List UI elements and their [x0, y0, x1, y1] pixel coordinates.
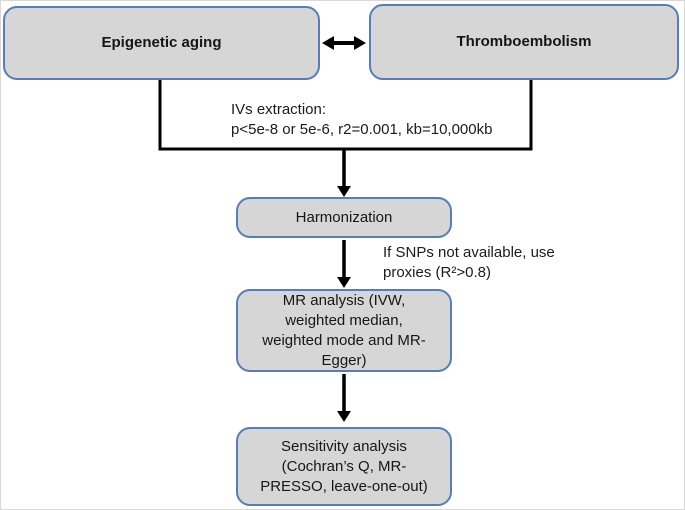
node-sensitivity-analysis-line1: Sensitivity analysis	[281, 437, 407, 455]
arrow-harmonization-to-mr-head	[337, 277, 351, 288]
annotation-proxy-note-line1: If SNPs not available, use	[383, 244, 555, 261]
node-thromboembolism-label: Thromboembolism	[456, 33, 592, 50]
arrow-to-harmonization-head	[337, 186, 351, 197]
annotation-iv-extraction: IVs extraction: p<5e-8 or 5e-6, r2=0.001…	[231, 100, 492, 140]
annotation-iv-extraction-line2: p<5e-8 or 5e-6, r2=0.001, kb=10,000kb	[231, 121, 493, 138]
annotation-iv-extraction-line1: IVs extraction:	[231, 101, 327, 118]
node-thromboembolism: Thromboembolism	[369, 4, 679, 80]
node-mr-analysis: MR analysis (IVW, weighted median, weigh…	[236, 289, 452, 372]
node-mr-analysis-line2: weighted median,	[285, 311, 403, 329]
annotation-proxy-note: If SNPs not available, use proxies (R²>0…	[383, 243, 555, 283]
node-epigenetic-aging-label: Epigenetic aging	[101, 34, 222, 51]
node-sensitivity-analysis: Sensitivity analysis (Cochran’s Q, MR- P…	[236, 427, 452, 506]
node-harmonization: Harmonization	[236, 197, 452, 238]
node-sensitivity-analysis-line2: (Cochran’s Q, MR-	[281, 457, 407, 475]
node-epigenetic-aging: Epigenetic aging	[3, 6, 320, 80]
node-mr-analysis-line4: Egger)	[321, 351, 367, 369]
node-harmonization-label: Harmonization	[295, 208, 393, 226]
double-arrow-right-head	[354, 36, 366, 50]
annotation-proxy-note-line2: proxies (R²>0.8)	[383, 264, 491, 281]
arrow-mr-to-sensitivity-head	[337, 411, 351, 422]
node-mr-analysis-line3: weighted mode and MR-	[262, 331, 426, 349]
double-arrow-left-head	[322, 36, 334, 50]
node-mr-analysis-line1: MR analysis (IVW,	[282, 291, 406, 309]
node-sensitivity-analysis-line3: PRESSO, leave-one-out)	[260, 477, 428, 495]
